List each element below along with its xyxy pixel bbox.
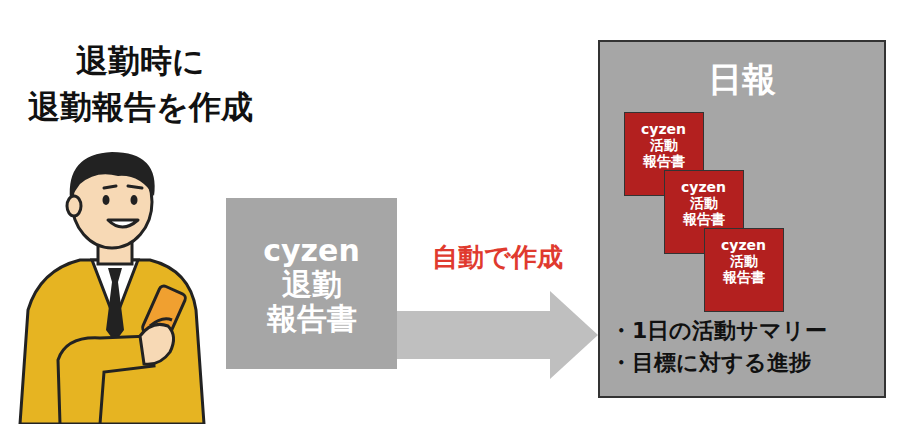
bullet-item: ・1日の活動サマリー (610, 316, 880, 346)
businessman-illustration (0, 140, 220, 424)
activity-card: cyzen 活動 報告書 (704, 228, 784, 312)
node-title: cyzen 退勤 報告書 (236, 234, 387, 336)
node-title: cyzen 活動 報告書 (627, 121, 700, 169)
report-panel: 日報・1日の活動サマリー・目標に対する進捗 cyzen 活動 報告書 cyzen 活… (598, 40, 886, 398)
report-box: cyzen 退勤 報告書 (226, 198, 397, 369)
block-arrow (397, 291, 598, 379)
node-title: cyzen 活動 報告書 (707, 237, 780, 285)
bullet-item: ・目標に対する進捗 (610, 348, 880, 378)
heading-label: 退勤時に 退勤報告を作成 (10, 38, 270, 130)
node-title: cyzen 活動 報告書 (667, 179, 740, 227)
node-title: 日報 (600, 58, 884, 100)
edge-label: 自動で作成 (432, 241, 563, 273)
